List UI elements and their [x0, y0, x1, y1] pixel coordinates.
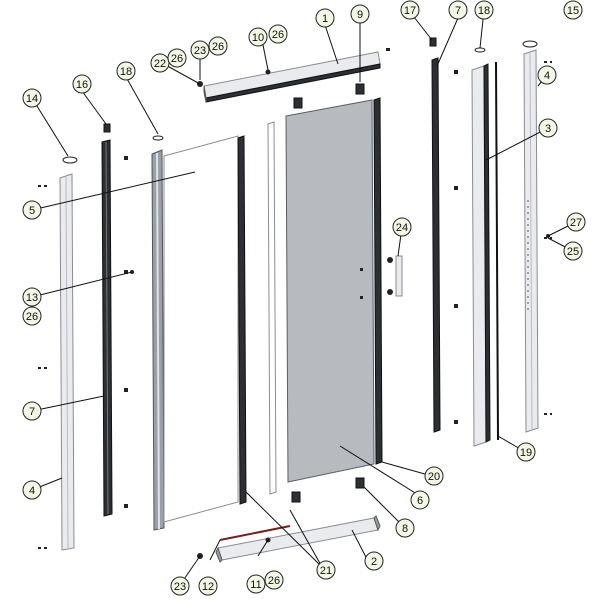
callout-26-e: 26	[264, 570, 284, 590]
callout-4-left: 4	[22, 480, 42, 500]
callout-7-left: 7	[22, 401, 42, 421]
svg-text:26: 26	[171, 53, 183, 65]
svg-text:2: 2	[371, 556, 377, 568]
callout-15: 15	[563, 0, 583, 20]
svg-text:24: 24	[396, 222, 408, 234]
svg-text:4: 4	[29, 485, 35, 497]
svg-text:25: 25	[567, 246, 579, 258]
callout-18-left: 18	[116, 61, 136, 81]
svg-text:26: 26	[272, 29, 284, 41]
door-profile-right	[373, 97, 383, 465]
bottom-rail	[215, 515, 381, 563]
fixed-panel-edge-right	[237, 135, 247, 505]
svg-text:7: 7	[29, 406, 35, 418]
callout-26-c: 26	[268, 24, 288, 44]
callout-16: 16	[72, 74, 92, 94]
callout-8: 8	[395, 518, 415, 538]
svg-text:23: 23	[174, 581, 186, 593]
sliding-door-glass	[285, 99, 375, 483]
right-wall-channel	[471, 63, 491, 447]
svg-text:5: 5	[29, 205, 35, 217]
svg-text:3: 3	[545, 123, 551, 135]
svg-text:12: 12	[202, 581, 214, 593]
callout-12: 12	[198, 576, 218, 596]
callout-4-right: 4	[537, 65, 557, 85]
callout-18-right: 18	[474, 0, 494, 20]
svg-text:11: 11	[250, 579, 261, 591]
svg-text:16: 16	[76, 79, 88, 91]
svg-text:27: 27	[570, 217, 582, 229]
callout-17: 17	[400, 0, 420, 20]
top-rollers	[293, 83, 365, 109]
end-caps	[62, 37, 538, 164]
right-wall-profile	[523, 49, 539, 433]
callout-24: 24	[392, 217, 412, 237]
top-rail	[203, 51, 381, 103]
svg-text:20: 20	[428, 471, 440, 483]
svg-text:1: 1	[322, 13, 328, 25]
svg-text:4: 4	[544, 70, 550, 82]
svg-text:23: 23	[194, 45, 206, 57]
svg-text:21: 21	[320, 565, 332, 577]
callout-1: 1	[315, 8, 335, 28]
svg-text:13: 13	[26, 292, 38, 304]
svg-text:10: 10	[252, 32, 264, 44]
callout-23-bottom: 23	[170, 576, 190, 596]
svg-text:18: 18	[120, 66, 132, 78]
right-seal-strip	[431, 57, 441, 433]
svg-text:9: 9	[357, 9, 363, 21]
right-thin-seal	[495, 61, 499, 441]
svg-text:18: 18	[478, 5, 490, 17]
callout-14: 14	[22, 88, 42, 108]
fixed-panel-frame-left	[151, 149, 165, 531]
svg-text:7: 7	[455, 5, 461, 17]
callout-27: 27	[566, 212, 586, 232]
bottom-door-seal	[219, 525, 291, 541]
bottom-rollers	[291, 477, 365, 503]
callout-7-right: 7	[448, 0, 468, 20]
svg-text:22: 22	[154, 58, 166, 70]
callout-5: 5	[22, 200, 42, 220]
callout-20: 20	[424, 466, 444, 486]
callout-22: 22	[150, 53, 170, 73]
callout-2: 2	[364, 551, 384, 571]
svg-text:26: 26	[26, 311, 38, 323]
svg-text:6: 6	[417, 495, 423, 507]
callout-23-top: 23	[190, 40, 210, 60]
svg-text:8: 8	[402, 523, 408, 535]
door-handle	[387, 255, 403, 297]
left-wall-profile	[59, 173, 75, 551]
callout-10: 10	[248, 27, 268, 47]
left-wall-fixings	[38, 185, 48, 549]
svg-text:17: 17	[404, 5, 416, 17]
svg-text:19: 19	[520, 447, 532, 459]
callout-6: 6	[410, 490, 430, 510]
callout-26-a: 26	[167, 48, 187, 68]
left-seal-strip	[101, 139, 113, 517]
svg-text:14: 14	[26, 93, 38, 105]
callout-21: 21	[316, 560, 336, 580]
callout-13: 13	[22, 287, 42, 307]
svg-text:15: 15	[567, 5, 579, 17]
fixed-glass-panel	[163, 135, 239, 523]
callout-26-d: 26	[22, 306, 42, 326]
right-wall-fixings	[544, 61, 552, 415]
callout-9: 9	[350, 4, 370, 24]
callout-19: 19	[516, 442, 536, 462]
door-profile-left	[267, 121, 277, 495]
callout-25: 25	[563, 241, 583, 261]
svg-text:26: 26	[268, 575, 280, 587]
callout-26-b: 26	[208, 36, 228, 56]
svg-text:26: 26	[212, 41, 224, 53]
callout-11: 11	[246, 574, 266, 594]
callout-3: 3	[538, 118, 558, 138]
